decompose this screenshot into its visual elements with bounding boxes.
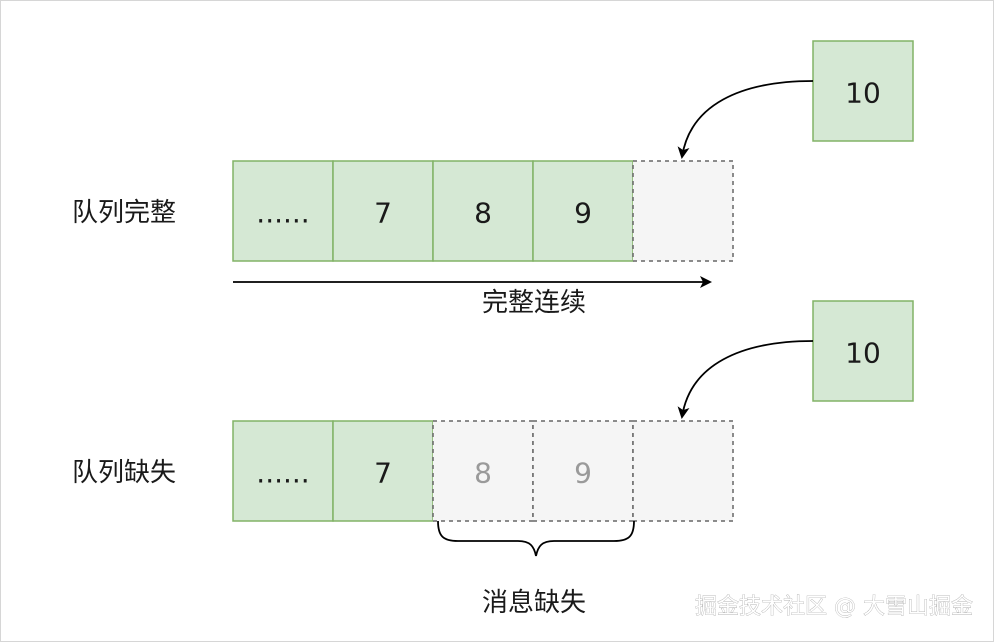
incoming-arrow [677, 80, 814, 159]
incoming-arrow [677, 340, 814, 419]
queue-cell-missing [432, 420, 534, 522]
queue-cell [232, 160, 334, 262]
continuity-label: 完整连续 [482, 288, 586, 318]
queue-cell-text: 8 [474, 197, 492, 230]
queue-cell-text-missing: 8 [474, 457, 492, 490]
queue-cell-text-missing: 9 [574, 457, 592, 490]
watermark: 掘金技术社区 @ 大雪山掘金 [695, 595, 973, 620]
queue-cell [532, 160, 634, 262]
queue-cell [332, 420, 434, 522]
queue-cell [232, 420, 334, 522]
queue-cell-missing [532, 420, 634, 522]
queue-cell-text: 9 [574, 197, 592, 230]
incoming-message-box [812, 300, 914, 402]
queue-cell-empty [632, 160, 734, 262]
missing-label: 消息缺失 [482, 588, 586, 618]
queue-cell-text: ...... [256, 457, 309, 490]
queue-complete: ...... 7 8 9 [232, 160, 734, 262]
queue-cell-text: 7 [374, 197, 392, 230]
incoming-message-box [812, 40, 914, 142]
queue-cell-text: 7 [374, 457, 392, 490]
row-label-complete: 队列完整 [72, 198, 176, 228]
queue-cell-empty [632, 420, 734, 522]
incoming-message-text: 10 [845, 337, 881, 370]
missing-brace [437, 520, 635, 557]
queue-cell [332, 160, 434, 262]
queue-cell-text: ...... [256, 197, 309, 230]
row-label-missing: 队列缺失 [72, 458, 176, 488]
queue-missing: ...... 7 8 9 [232, 420, 734, 522]
incoming-message-text: 10 [845, 77, 881, 110]
